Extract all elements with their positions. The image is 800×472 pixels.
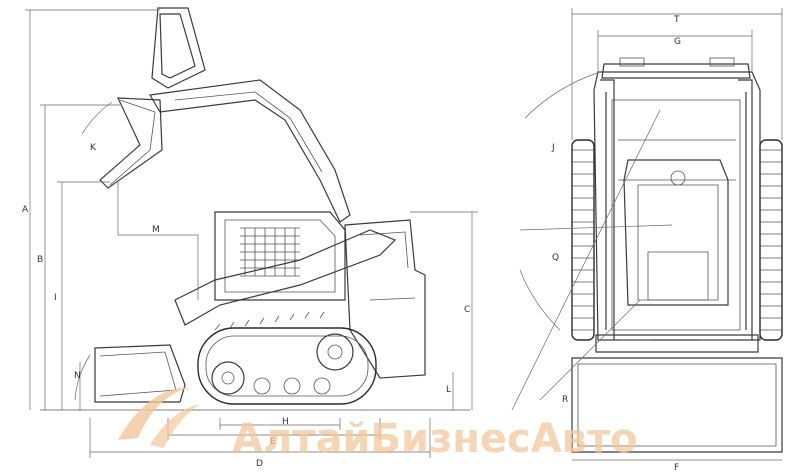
- dim-label-m: M: [152, 225, 160, 235]
- dim-label-g: G: [674, 37, 681, 47]
- side-view: A B I N K M C L D E H: [22, 7, 478, 469]
- raised-bucket: [151, 7, 206, 89]
- swoosh-logo-icon: [118, 387, 190, 440]
- dim-label-l: L: [446, 385, 451, 395]
- left-track: [571, 139, 595, 341]
- cab: [214, 211, 346, 301]
- cab-grille: [240, 227, 300, 277]
- front-bucket: [571, 357, 783, 453]
- drive-sprocket: [316, 333, 354, 371]
- dim-label-c: C: [464, 305, 470, 315]
- watermark: АлтайБизнесАвто: [118, 387, 638, 462]
- dim-label-e: E: [270, 437, 276, 447]
- right-track: [759, 139, 783, 341]
- track-assembly: [197, 311, 377, 405]
- dim-label-i: I: [54, 293, 57, 303]
- dim-label-k: K: [90, 143, 97, 153]
- track: [197, 327, 377, 405]
- dim-label-h: H: [282, 417, 289, 427]
- front-view: T G J Q R F: [511, 8, 783, 472]
- side-dimensions: [25, 9, 478, 458]
- front-cab: [623, 159, 729, 306]
- dim-label-d: D: [256, 459, 263, 469]
- dim-label-n: N: [74, 371, 81, 381]
- dim-label-j: J: [551, 143, 555, 153]
- idler-wheel: [211, 361, 245, 395]
- dim-label-b: B: [37, 255, 43, 265]
- raised-lift-arm: [149, 79, 351, 223]
- dim-label-f: F: [674, 463, 679, 472]
- dim-label-t: T: [673, 15, 680, 25]
- dim-label-a: A: [22, 205, 29, 215]
- dim-label-q: Q: [552, 253, 559, 263]
- watermark-text: АлтайБизнесАвто: [232, 416, 638, 462]
- engine-housing: [344, 219, 426, 379]
- lift-arm: [174, 229, 397, 326]
- lowered-bucket: [94, 344, 186, 403]
- dim-label-r: R: [562, 395, 568, 405]
- front-dimensions: [511, 8, 783, 461]
